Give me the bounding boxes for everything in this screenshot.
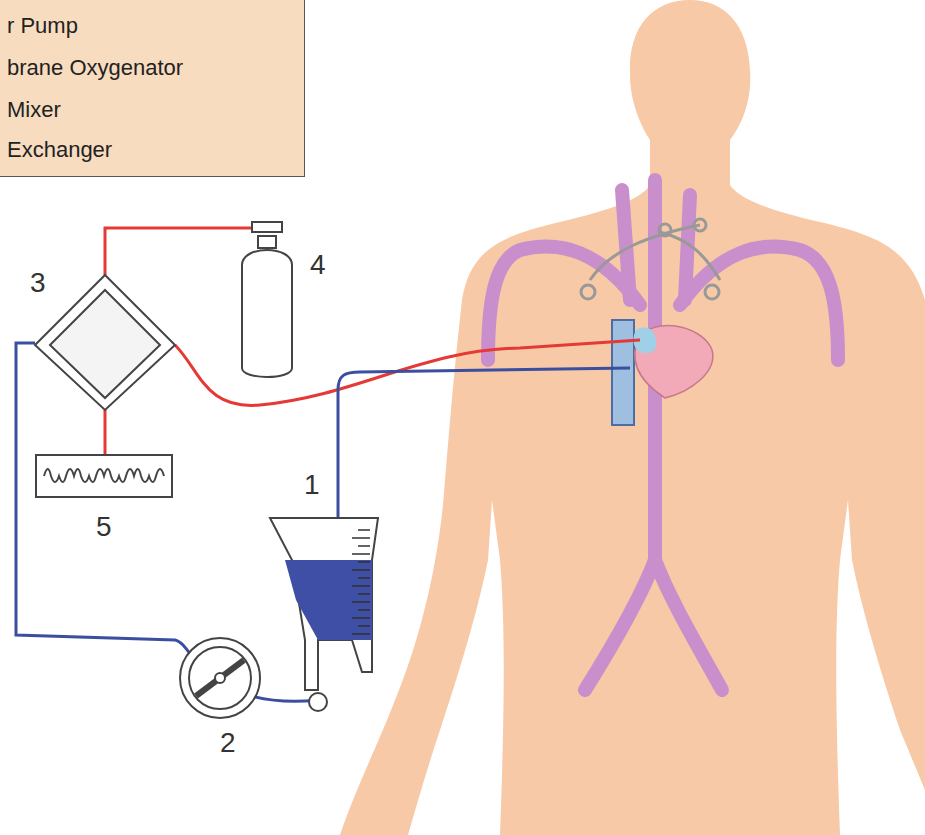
body-silhouette xyxy=(340,0,925,835)
heat-exchanger xyxy=(36,455,172,497)
callout-number: 1 xyxy=(304,470,320,500)
legend-entry: brane Oxygenator xyxy=(7,55,183,81)
cannula-clamps xyxy=(581,219,720,299)
legend-entry: Mixer xyxy=(7,97,61,123)
legend-entry: Exchanger xyxy=(7,137,112,163)
callout-number: 4 xyxy=(310,250,326,280)
tubing xyxy=(16,228,640,701)
callout-number: 5 xyxy=(96,512,112,542)
roller-pump xyxy=(180,638,260,718)
gas-cylinder xyxy=(242,222,292,377)
blood-vessels xyxy=(488,180,838,690)
legend-box: r Pump brane OxygenatorMixerExchanger xyxy=(0,0,305,177)
venous-reservoir xyxy=(270,518,378,711)
membrane-oxygenator xyxy=(35,275,175,410)
callout-number: 2 xyxy=(220,728,236,758)
callout-number: 3 xyxy=(30,268,46,298)
legend-entry: r Pump xyxy=(7,13,78,39)
vena-cava-cannula xyxy=(612,320,634,425)
